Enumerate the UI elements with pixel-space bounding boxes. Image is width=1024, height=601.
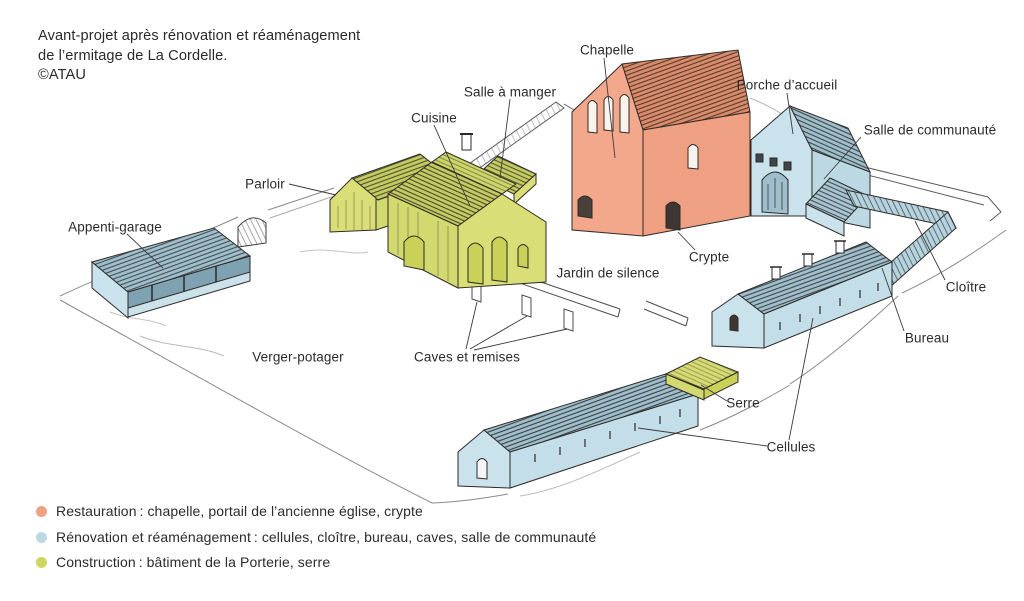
legend-label-renovation: Rénovation et réaménagement : cellules, …: [56, 529, 597, 545]
legend-label-restauration: Restauration : chapelle, portail de l’an…: [56, 503, 423, 519]
title-line-1: Avant-projet après rénovation et réaména…: [38, 28, 361, 44]
building-cellules: [457, 371, 700, 489]
label-serre: Serre: [726, 395, 760, 411]
garden-gate: [237, 217, 267, 248]
legend-dot-construction: [36, 556, 47, 568]
label-chapelle: Chapelle: [579, 42, 635, 58]
legend-dot-restauration: [36, 505, 47, 517]
title-line-2: de l’ermitage de La Cordelle.: [38, 47, 228, 64]
title-block: Avant-projet après rénovation et réaména…: [38, 27, 360, 86]
legend-dot-renovation: [36, 531, 47, 543]
building-porterie: [329, 133, 547, 289]
legend-item-construction: Construction : bâtiment de la Porterie, …: [36, 554, 331, 570]
label-appenti-garage: Appenti-garage: [68, 219, 162, 235]
label-cuisine: Cuisine: [411, 110, 457, 126]
credit-line: ©ATAU: [38, 67, 87, 83]
building-appenti-garage: [90, 227, 252, 320]
label-parloir: Parloir: [245, 176, 285, 192]
building-salle-de-communaute: [805, 177, 869, 237]
building-chapelle: [571, 49, 751, 237]
label-caves-et-remises: Caves et remises: [414, 349, 520, 365]
label-porche-daccueil: Porche d’accueil: [736, 77, 838, 93]
label-jardin-de-silence: Jardin de silence: [556, 265, 660, 281]
label-salle-a-manger: Salle à manger: [463, 84, 557, 100]
leader-lines: [126, 57, 946, 447]
legend-label-construction: Construction : bâtiment de la Porterie, …: [56, 554, 331, 570]
label-crypte: Crypte: [688, 249, 730, 265]
building-porche-daccueil: [750, 105, 872, 237]
legend-item-renovation: Rénovation et réaménagement : cellules, …: [36, 529, 597, 545]
label-cellules: Cellules: [766, 439, 816, 455]
label-verger-potager: Verger-potager: [252, 349, 344, 365]
label-salle-de-communaute: Salle de communauté: [863, 122, 997, 138]
label-cloitre: Cloître: [945, 279, 987, 295]
legend-item-restauration: Restauration : chapelle, portail de l’an…: [36, 503, 423, 519]
label-bureau: Bureau: [904, 330, 950, 346]
building-bureau-wing: [711, 240, 893, 349]
